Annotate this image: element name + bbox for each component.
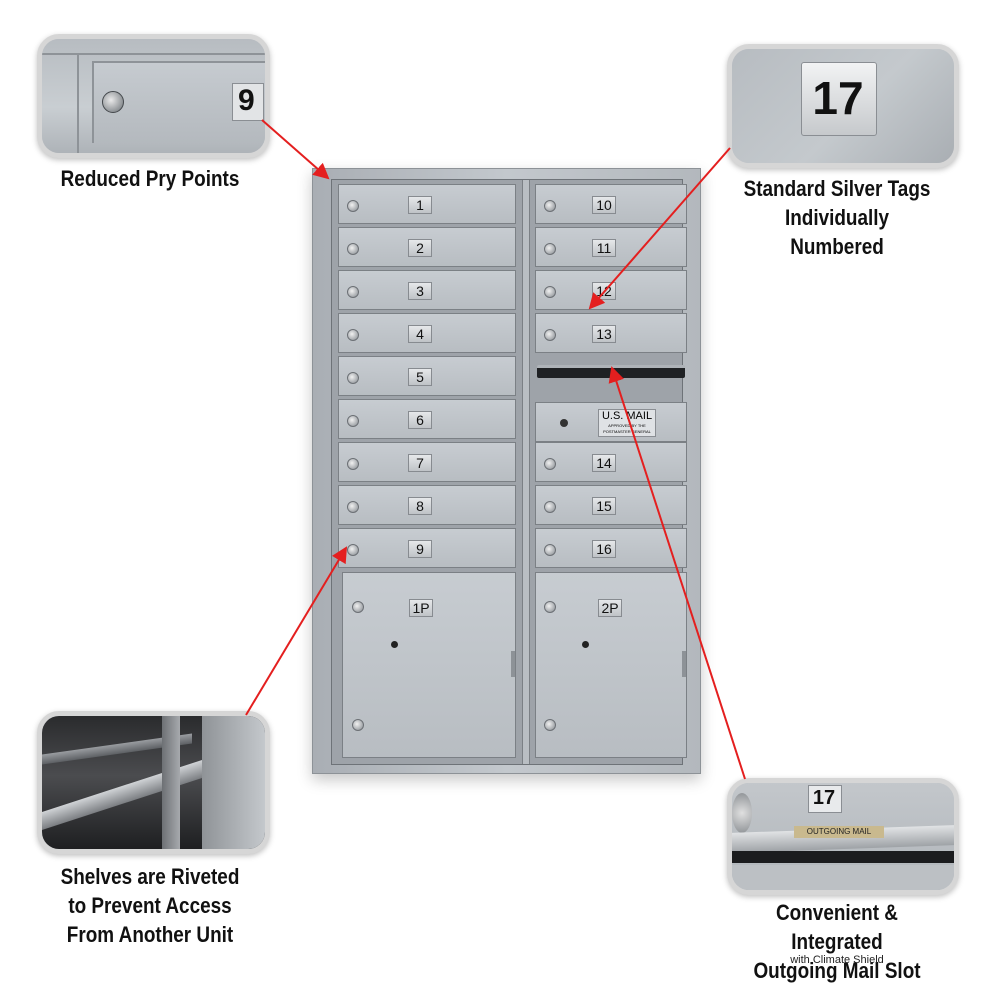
door-tag: 1 bbox=[408, 196, 432, 214]
door-tag: 14 bbox=[592, 454, 616, 472]
silver-tag-caption-line2: Individually Numbered bbox=[784, 205, 890, 259]
outgoing-slot-caption-line1: Convenient & Integrated bbox=[776, 900, 898, 954]
lock-icon bbox=[544, 719, 556, 731]
parcel-locker-2p[interactable]: 2P bbox=[535, 572, 687, 758]
pry-tag-number: 9 bbox=[238, 84, 255, 117]
mail-door-1[interactable]: 1 bbox=[338, 184, 516, 224]
door-tag: 5 bbox=[408, 368, 432, 386]
lock-icon bbox=[544, 329, 556, 341]
mail-door-10[interactable]: 10 bbox=[535, 184, 687, 224]
mail-door-12[interactable]: 12 bbox=[535, 270, 687, 310]
outgoing-slot-photo: 17 OUTGOING MAIL bbox=[727, 778, 959, 895]
silver-tag-caption: Standard Silver Tags Individually Number… bbox=[738, 174, 936, 261]
parcel-tag-2p: 2P bbox=[598, 599, 622, 617]
lock-icon bbox=[544, 286, 556, 298]
lock-icon bbox=[347, 329, 359, 341]
shelves-caption: Shelves are Riveted to Prevent Access Fr… bbox=[51, 862, 249, 949]
parcel-lock-icon bbox=[582, 641, 589, 648]
lock-icon bbox=[544, 243, 556, 255]
usmail-tag: U.S. MAIL APPROVED BY THE POSTMASTER GEN… bbox=[598, 409, 656, 437]
mail-door-5[interactable]: 5 bbox=[338, 356, 516, 396]
parcel-tag-1p: 1P bbox=[409, 599, 433, 617]
hinge bbox=[511, 651, 515, 677]
silver-tag-number: 17 bbox=[812, 72, 864, 124]
silver-tag-photo: 17 bbox=[727, 44, 959, 168]
mail-door-3[interactable]: 3 bbox=[338, 270, 516, 310]
usmail-label: U.S. MAIL bbox=[601, 410, 653, 422]
door-tag: 8 bbox=[408, 497, 432, 515]
shelves-caption-line1: Shelves are Riveted bbox=[60, 864, 240, 889]
mailbox-frame: U.S. MAIL APPROVED BY THE POSTMASTER GEN… bbox=[331, 179, 687, 765]
outgoing-mail-slot[interactable] bbox=[537, 365, 685, 378]
silver-tag-caption-line1: Standard Silver Tags bbox=[743, 176, 931, 201]
slot-tag-number: 17 bbox=[812, 787, 836, 809]
lock-icon bbox=[544, 544, 556, 556]
hinge bbox=[682, 651, 686, 677]
mail-door-16[interactable]: 16 bbox=[535, 528, 687, 568]
door-tag: 3 bbox=[408, 282, 432, 300]
mailbox-unit: U.S. MAIL APPROVED BY THE POSTMASTER GEN… bbox=[312, 168, 701, 774]
lock-icon bbox=[347, 544, 359, 556]
lock-icon bbox=[347, 372, 359, 384]
mail-door-6[interactable]: 6 bbox=[338, 399, 516, 439]
lock-icon bbox=[347, 501, 359, 513]
lock-icon bbox=[102, 91, 124, 113]
door-tag: 13 bbox=[592, 325, 616, 343]
door-tag: 10 bbox=[592, 196, 616, 214]
door-tag: 11 bbox=[592, 239, 616, 257]
center-divider bbox=[522, 180, 530, 764]
door-tag: 4 bbox=[408, 325, 432, 343]
usmail-panel: U.S. MAIL APPROVED BY THE POSTMASTER GEN… bbox=[535, 402, 687, 442]
mail-door-15[interactable]: 15 bbox=[535, 485, 687, 525]
lock-icon bbox=[347, 200, 359, 212]
door-tag: 16 bbox=[592, 540, 616, 558]
mail-door-7[interactable]: 7 bbox=[338, 442, 516, 482]
mail-door-13[interactable]: 13 bbox=[535, 313, 687, 353]
door-tag: 15 bbox=[592, 497, 616, 515]
shelves-caption-line3: From Another Unit bbox=[66, 922, 234, 947]
lock-icon bbox=[347, 458, 359, 470]
slot-label: OUTGOING MAIL bbox=[794, 826, 884, 838]
outgoing-slot-subcaption: with Climate Shield bbox=[790, 954, 884, 966]
lock-icon bbox=[544, 458, 556, 470]
lock-icon bbox=[544, 200, 556, 212]
usmail-lock-icon bbox=[560, 419, 568, 427]
lock-icon bbox=[544, 501, 556, 513]
lock-icon bbox=[347, 286, 359, 298]
lock-icon bbox=[352, 601, 364, 613]
door-tag: 6 bbox=[408, 411, 432, 429]
door-tag: 12 bbox=[592, 282, 616, 300]
door-tag: 2 bbox=[408, 239, 432, 257]
pry-points-caption: Reduced Pry Points bbox=[60, 166, 240, 191]
shelves-photo bbox=[37, 711, 270, 854]
mail-door-4[interactable]: 4 bbox=[338, 313, 516, 353]
mail-door-11[interactable]: 11 bbox=[535, 227, 687, 267]
outgoing-slot-caption-line2: Outgoing Mail Slot bbox=[753, 958, 921, 983]
mail-door-8[interactable]: 8 bbox=[338, 485, 516, 525]
outgoing-slot-caption: Convenient & Integrated Outgoing Mail Sl… bbox=[730, 898, 945, 985]
mail-door-9[interactable]: 9 bbox=[338, 528, 516, 568]
mail-door-14[interactable]: 14 bbox=[535, 442, 687, 482]
parcel-lock-icon bbox=[391, 641, 398, 648]
lock-icon bbox=[352, 719, 364, 731]
pry-points-photo: 9 bbox=[37, 34, 270, 158]
door-tag: 9 bbox=[408, 540, 432, 558]
parcel-locker-1p[interactable]: 1P bbox=[342, 572, 516, 758]
shelves-caption-line2: to Prevent Access bbox=[68, 893, 232, 918]
lock-icon bbox=[347, 415, 359, 427]
usmail-sublabel: APPROVED BY THE POSTMASTER GENERAL bbox=[603, 423, 651, 434]
lock-icon bbox=[544, 601, 556, 613]
door-tag: 7 bbox=[408, 454, 432, 472]
mail-door-2[interactable]: 2 bbox=[338, 227, 516, 267]
lock-icon bbox=[347, 243, 359, 255]
